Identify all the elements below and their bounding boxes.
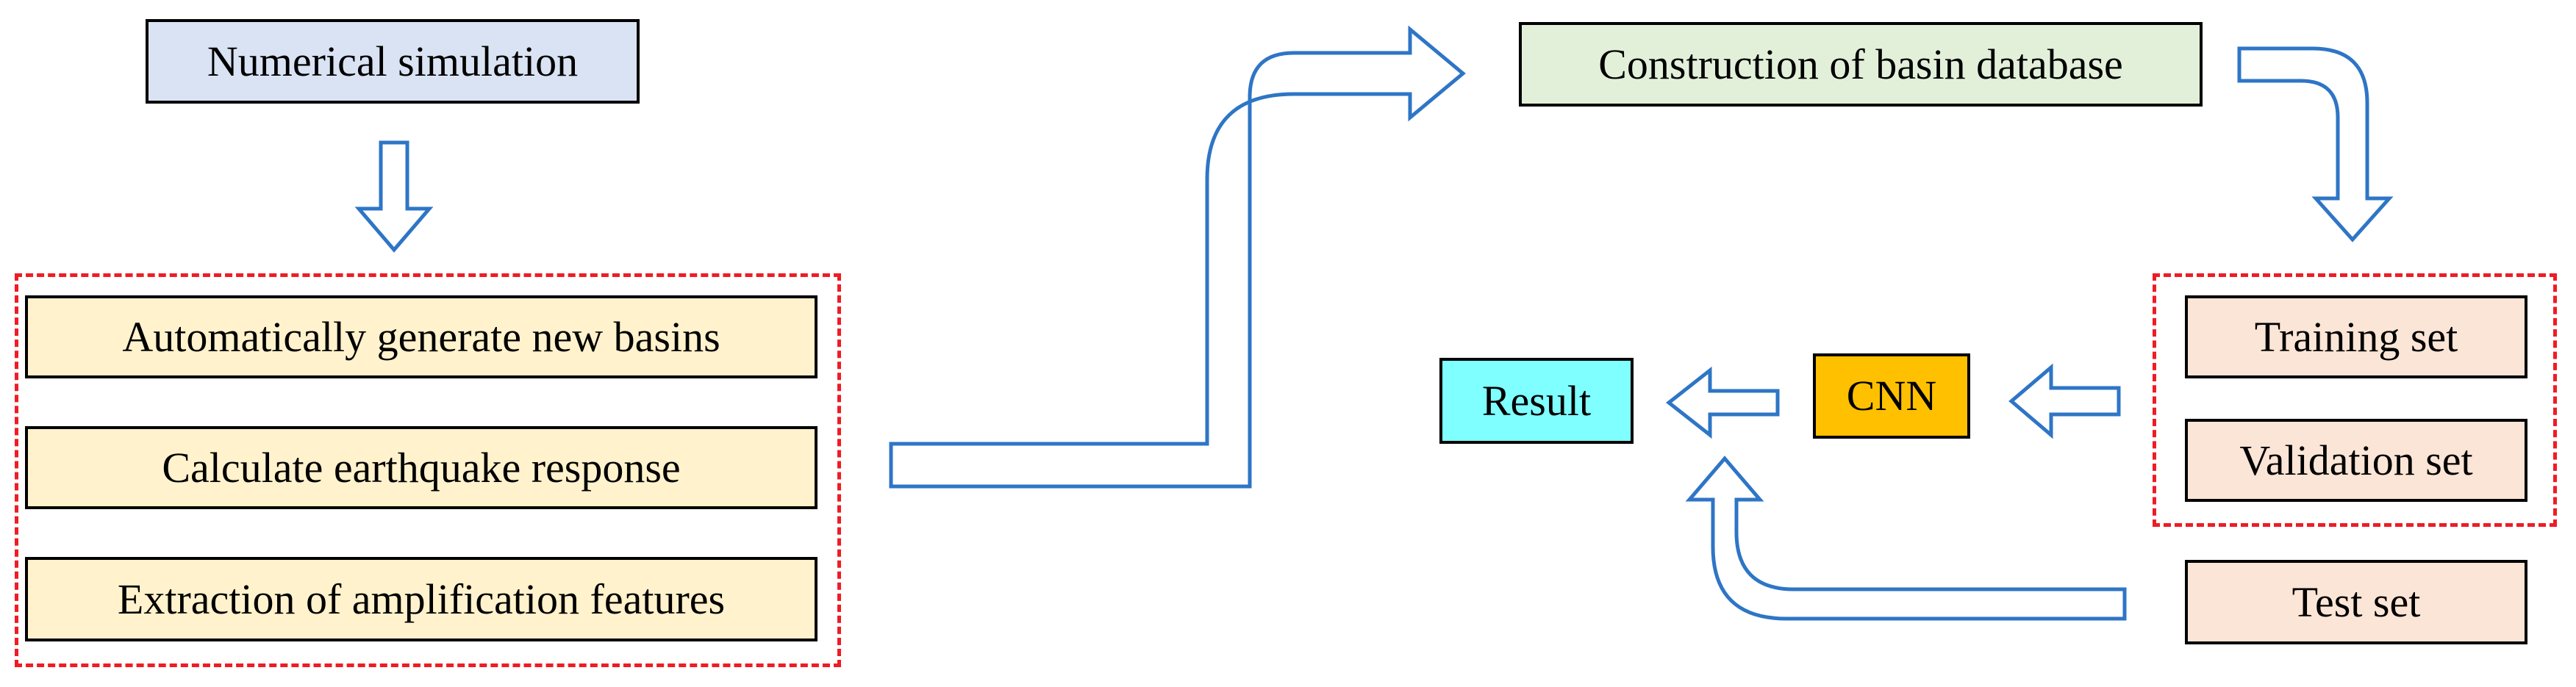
test-set-box: Test set xyxy=(2185,560,2527,644)
training-set-box: Training set xyxy=(2185,295,2527,378)
validation-set-box: Validation set xyxy=(2185,419,2527,502)
basin-database-box: Construction of basin database xyxy=(1519,22,2203,107)
auto-generate-basins-box: Automatically generate new basins xyxy=(25,295,817,378)
train-validation-group xyxy=(2153,273,2557,527)
extraction-features-box: Extraction of amplification features xyxy=(25,557,817,641)
cnn-box: CNN xyxy=(1813,353,1970,439)
simulation-steps-group xyxy=(15,273,841,667)
curved-down-arrow-icon xyxy=(2237,46,2394,242)
left-arrow-cnn-input-icon xyxy=(2008,363,2121,439)
bent-up-right-arrow-icon xyxy=(889,25,1466,489)
left-arrow-result-icon xyxy=(1665,366,1780,439)
down-arrow-icon xyxy=(354,140,434,253)
calculate-response-box: Calculate earthquake response xyxy=(25,426,817,509)
numerical-simulation-box: Numerical simulation xyxy=(146,19,640,104)
result-box: Result xyxy=(1439,358,1634,444)
curved-up-arrow-icon xyxy=(1685,456,2127,621)
